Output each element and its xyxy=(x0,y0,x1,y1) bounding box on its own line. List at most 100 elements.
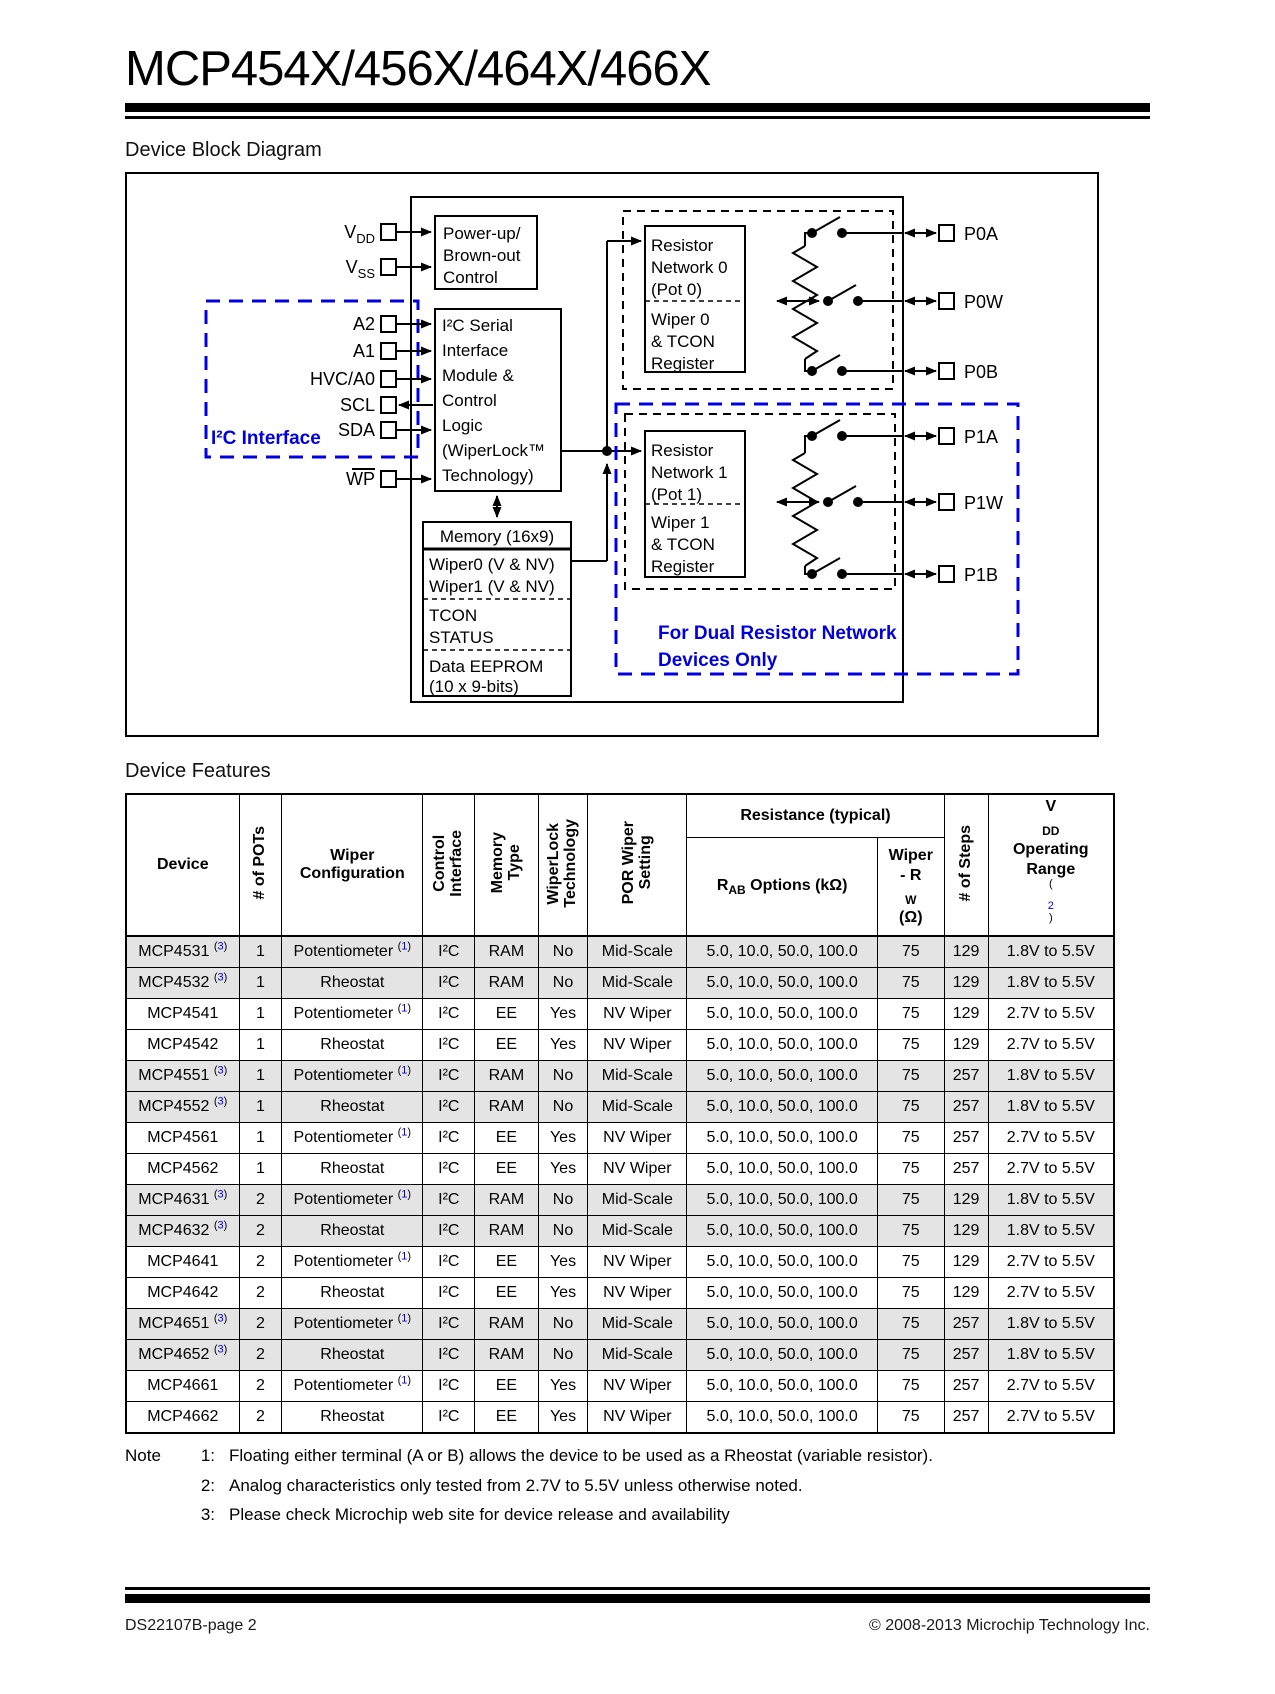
cell-por-wiper: Mid-Scale xyxy=(587,935,688,969)
cell-steps: 257 xyxy=(943,1339,989,1372)
cell-wiper-configuration: Potentiometer (1) xyxy=(281,1370,424,1403)
resistor-0-zigzag xyxy=(791,245,819,361)
cell-rab-options: 5.0, 10.0, 50.0, 100.0 xyxy=(686,1029,878,1062)
datasheet-page: { "page": { "title": "MCP454X/456X/464X/… xyxy=(0,43,1275,1694)
resistor-network-1: Resistor Network 1 (Pot 1) Wiper 1 & TCO… xyxy=(624,413,902,671)
cell-rab-options: 5.0, 10.0, 50.0, 100.0 xyxy=(686,1122,878,1155)
note-row-3: 3: Please check Microchip web site for d… xyxy=(125,1505,1125,1525)
cell-wiper-configuration: Rheostat xyxy=(281,1153,424,1186)
powerup-brownout-box: Power-up/ Brown-out Control xyxy=(434,215,538,291)
cell-wiper-rw: 75 xyxy=(876,1060,945,1093)
cell-steps: 129 xyxy=(943,1246,989,1279)
pin-square-sda xyxy=(380,421,397,440)
cell-device: MCP4652 (3) xyxy=(125,1339,240,1372)
cell-wiper-rw: 75 xyxy=(876,967,945,1000)
cell-vdd-range: 2.7V to 5.5V xyxy=(987,1277,1115,1310)
cell-control-interface: I²C xyxy=(422,1308,476,1341)
svg-text:Register: Register xyxy=(651,354,715,373)
cell-por-wiper: Mid-Scale xyxy=(587,1215,688,1248)
cell-rab-options: 5.0, 10.0, 50.0, 100.0 xyxy=(686,1215,878,1248)
cell-device: MCP4632 (3) xyxy=(125,1215,240,1248)
pin-label-hvc-a0: HVC/A0 xyxy=(310,369,375,389)
cell-wiper-configuration: Potentiometer (1) xyxy=(281,1060,424,1093)
pin-label-p0b: P0B xyxy=(964,362,998,382)
pin-square-p1w xyxy=(938,493,955,512)
pin-square-vdd xyxy=(380,223,397,242)
note-number: 2: xyxy=(200,1475,215,1495)
svg-text:Network 1: Network 1 xyxy=(651,463,728,482)
cell-pots: 2 xyxy=(238,1401,283,1434)
col-header-wiper-configuration: Wiper Configuration xyxy=(281,793,424,937)
svg-text:TCON: TCON xyxy=(429,606,477,625)
cell-device: MCP4642 xyxy=(125,1277,240,1310)
cell-steps: 257 xyxy=(943,1060,989,1093)
device-features-table: Device # of POTs Wiper Configuration Con… xyxy=(125,793,1115,1435)
chip-boundary xyxy=(410,196,904,704)
cell-rab-options: 5.0, 10.0, 50.0, 100.0 xyxy=(686,1060,878,1093)
cell-wiper-rw: 75 xyxy=(876,1184,945,1217)
cell-wiper-configuration: Rheostat xyxy=(281,1091,424,1124)
cell-device: MCP4562 xyxy=(125,1153,240,1186)
block-diagram-svg: Power-up/ Brown-out Control I²C Serial I… xyxy=(125,172,1099,738)
cell-control-interface: I²C xyxy=(422,1401,476,1434)
cell-device: MCP4561 xyxy=(125,1122,240,1155)
page-footer: DS22107B-page 2 © 2008-2013 Microchip Te… xyxy=(125,1587,1150,1635)
cell-wiperlock: Yes xyxy=(537,1153,589,1186)
cell-pots: 1 xyxy=(238,967,283,1000)
note-text: Analog characteristics only tested from … xyxy=(229,1475,803,1495)
cell-pots: 2 xyxy=(238,1246,283,1279)
cell-vdd-range: 1.8V to 5.5V xyxy=(987,1308,1115,1341)
cell-wiperlock: No xyxy=(537,1308,589,1341)
cell-por-wiper: NV Wiper xyxy=(587,1370,688,1403)
cell-control-interface: I²C xyxy=(422,1060,476,1093)
cell-memory-type: EE xyxy=(474,1370,539,1403)
cell-memory-type: RAM xyxy=(474,935,539,969)
svg-text:(10 x 9-bits): (10 x 9-bits) xyxy=(429,677,519,696)
svg-text:Technology): Technology) xyxy=(442,466,534,485)
svg-text:Control: Control xyxy=(442,391,497,410)
cell-steps: 129 xyxy=(943,1215,989,1248)
cell-pots: 2 xyxy=(238,1215,283,1248)
cell-memory-type: EE xyxy=(474,1277,539,1310)
cell-device: MCP4552 (3) xyxy=(125,1091,240,1124)
cell-pots: 1 xyxy=(238,998,283,1031)
cell-vdd-range: 2.7V to 5.5V xyxy=(987,1246,1115,1279)
cell-steps: 129 xyxy=(943,935,989,969)
cell-steps: 129 xyxy=(943,1184,989,1217)
svg-text:Data EEPROM: Data EEPROM xyxy=(429,657,543,676)
cell-steps: 257 xyxy=(943,1122,989,1155)
pin-label-wp: WP xyxy=(346,469,375,489)
cell-control-interface: I²C xyxy=(422,1029,476,1062)
cell-memory-type: RAM xyxy=(474,1339,539,1372)
cell-wiper-rw: 75 xyxy=(876,1339,945,1372)
pin-label-vss: VSS xyxy=(346,257,376,281)
cell-device: MCP4542 xyxy=(125,1029,240,1062)
svg-text:I²C Serial: I²C Serial xyxy=(442,316,513,335)
cell-wiper-rw: 75 xyxy=(876,935,945,969)
cell-wiperlock: No xyxy=(537,1339,589,1372)
cell-por-wiper: NV Wiper xyxy=(587,1122,688,1155)
cell-pots: 2 xyxy=(238,1339,283,1372)
pin-square-p0w xyxy=(938,292,955,311)
cell-wiper-rw: 75 xyxy=(876,1153,945,1186)
cell-rab-options: 5.0, 10.0, 50.0, 100.0 xyxy=(686,1308,878,1341)
dual-network-group-box xyxy=(614,402,1020,676)
block-diagram-heading: Device Block Diagram xyxy=(125,139,322,162)
pin-label-sda: SDA xyxy=(338,420,375,440)
cell-memory-type: EE xyxy=(474,1246,539,1279)
cell-rab-options: 5.0, 10.0, 50.0, 100.0 xyxy=(686,1370,878,1403)
cell-memory-type: RAM xyxy=(474,1091,539,1124)
pin-square-p0a xyxy=(938,224,955,243)
svg-text:(Pot 1): (Pot 1) xyxy=(651,485,702,504)
cell-control-interface: I²C xyxy=(422,1277,476,1310)
cell-control-interface: I²C xyxy=(422,967,476,1000)
pin-label-p0w: P0W xyxy=(964,292,1003,312)
cell-wiper-configuration: Rheostat xyxy=(281,1401,424,1434)
cell-wiper-configuration: Rheostat xyxy=(281,1339,424,1372)
cell-memory-type: RAM xyxy=(474,1060,539,1093)
cell-control-interface: I²C xyxy=(422,1184,476,1217)
